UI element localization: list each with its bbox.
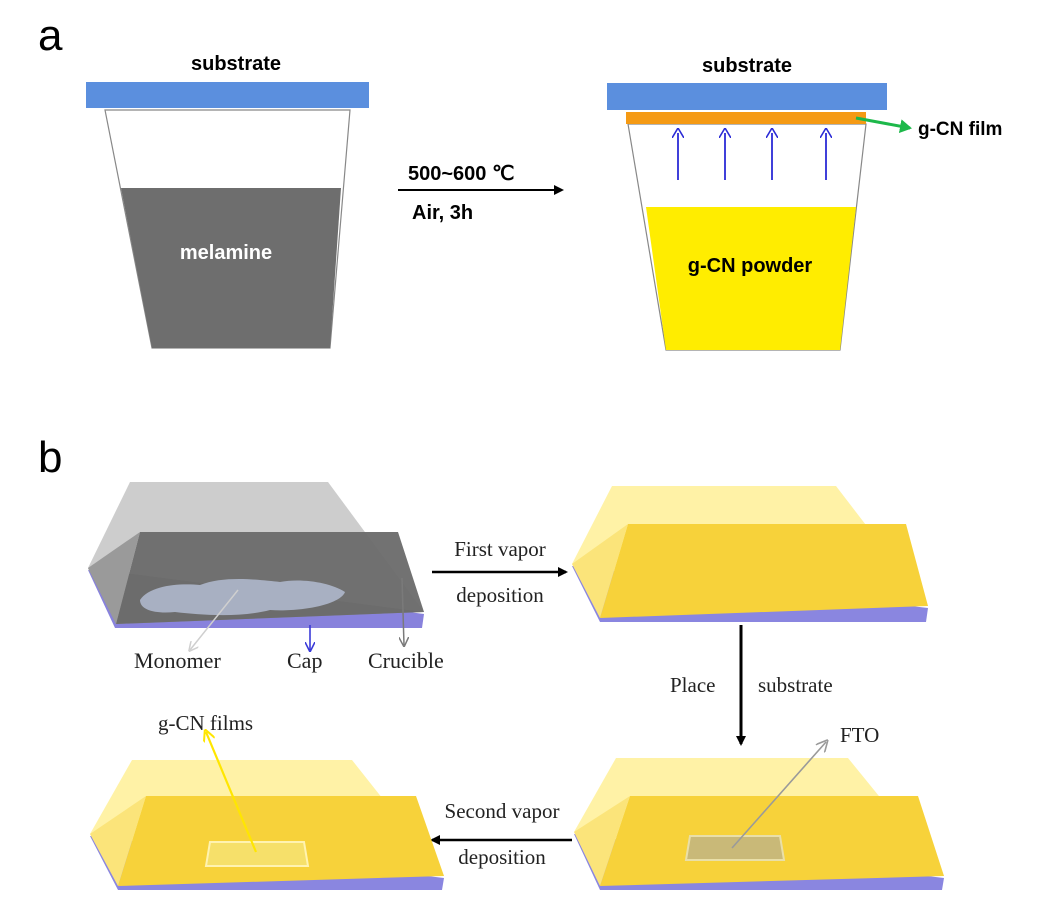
box-2-coated-crucible bbox=[572, 486, 928, 622]
step-3: Second vapor deposition bbox=[430, 799, 572, 869]
monomer-pile bbox=[140, 578, 345, 616]
left-crucible: substrate melamine bbox=[86, 53, 369, 349]
right-substrate-bar bbox=[607, 83, 887, 110]
monomer-pointer-arrow bbox=[190, 589, 239, 650]
step-2: Place substrate bbox=[670, 625, 833, 746]
crucible-label: Crucible bbox=[368, 648, 444, 673]
melamine-fill bbox=[121, 188, 341, 348]
box-2-inner-face bbox=[600, 524, 928, 618]
box-3-left-face bbox=[574, 796, 630, 886]
monomer-label: Monomer bbox=[134, 648, 221, 673]
step-3-label-line-1: Second vapor bbox=[445, 799, 560, 823]
vapor-arrows bbox=[678, 133, 826, 180]
condition-temperature: 500~600 ℃ bbox=[408, 163, 514, 185]
box-4-final-films: g-CN films bbox=[90, 711, 444, 890]
panel-b: b Monomer Cap Crucible First vapor depos… bbox=[38, 433, 944, 890]
left-substrate-label: substrate bbox=[191, 53, 281, 75]
films-label: g-CN films bbox=[158, 711, 253, 735]
step-2-label-right: substrate bbox=[758, 673, 833, 697]
box-2-left-face bbox=[572, 524, 628, 618]
box-4-left-face bbox=[90, 796, 146, 886]
cap-label: Cap bbox=[287, 648, 322, 673]
right-crucible: substrate g-CN powder g-CN film bbox=[607, 55, 1002, 351]
condition-environment: Air, 3h bbox=[412, 202, 473, 224]
fto-pointer-arrow bbox=[731, 742, 826, 849]
reaction-step: 500~600 ℃ Air, 3h bbox=[398, 163, 564, 224]
film-label: g-CN film bbox=[918, 119, 1002, 140]
right-substrate-label: substrate bbox=[702, 55, 792, 77]
melamine-label: melamine bbox=[180, 242, 272, 264]
film-layer bbox=[626, 112, 866, 124]
step-1-label-line-2: deposition bbox=[456, 583, 544, 607]
step-1: First vapor deposition bbox=[432, 537, 568, 607]
box-3-crucible-with-fto: FTO bbox=[574, 723, 944, 890]
panel-letter-a: a bbox=[38, 11, 63, 60]
film-pointer-arrow bbox=[855, 116, 912, 134]
fto-substrate bbox=[684, 835, 786, 861]
step-3-label-line-2: deposition bbox=[458, 845, 546, 869]
step-1-label-line-1: First vapor bbox=[454, 537, 546, 561]
crucible-pointer-arrow bbox=[402, 577, 404, 645]
fto-label: FTO bbox=[840, 723, 879, 747]
powder-label: g-CN powder bbox=[688, 255, 813, 277]
films-pointer-arrow bbox=[206, 732, 258, 853]
box-1-crucible-with-monomer: Monomer Cap Crucible bbox=[88, 482, 444, 673]
panel-a: a substrate melamine 500~600 ℃ Air, 3h s… bbox=[38, 11, 1002, 351]
left-substrate-bar bbox=[86, 82, 369, 108]
panel-letter-b: b bbox=[38, 433, 62, 482]
powder-fill bbox=[646, 207, 856, 350]
step-2-label-left: Place bbox=[670, 673, 715, 697]
box-1-left-face bbox=[88, 532, 140, 624]
g-cn-film-on-fto bbox=[204, 841, 310, 867]
